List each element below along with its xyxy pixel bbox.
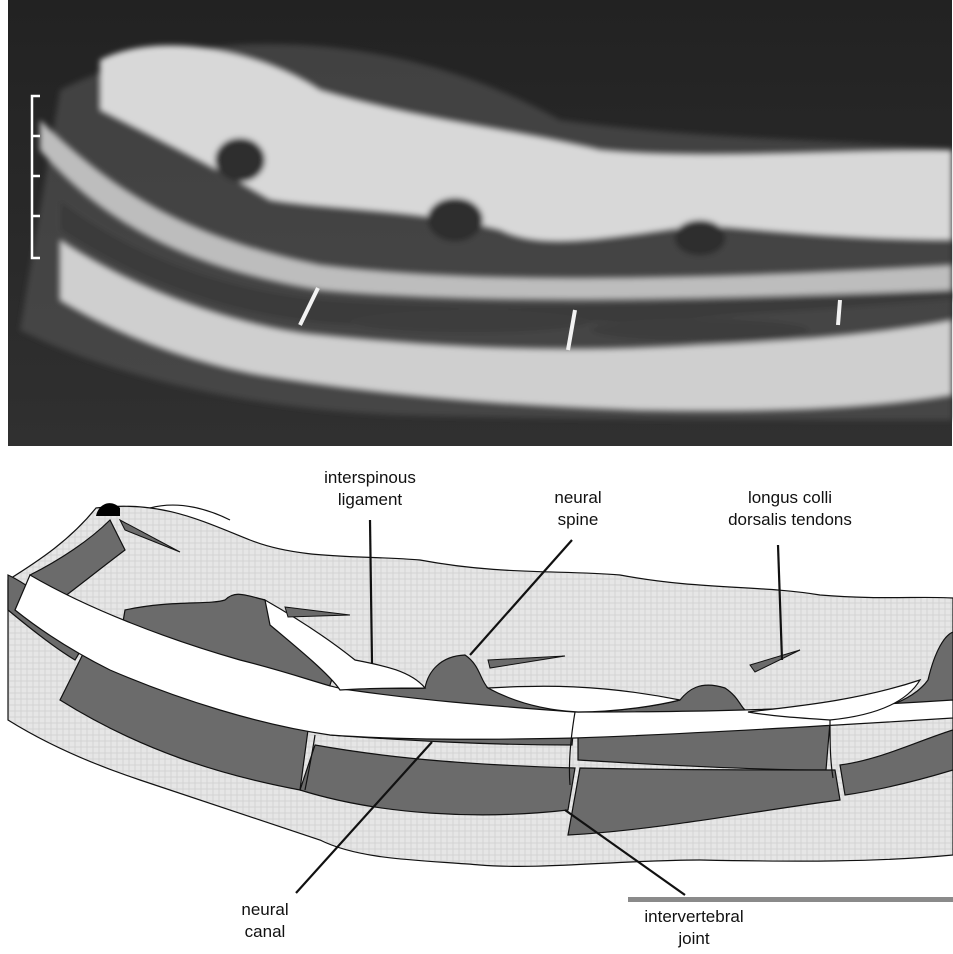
label-neural-canal: neural canal [241, 900, 288, 941]
svg-text:spine: spine [558, 510, 599, 529]
label-interspinous-ligament: interspinous ligament [324, 468, 416, 509]
label-longus-colli: longus colli dorsalis tendons [728, 488, 852, 529]
label-intervertebral-joint: intervertebral joint [644, 907, 743, 948]
svg-text:neural: neural [554, 488, 601, 507]
caption-rule [628, 897, 953, 902]
head-tip [96, 503, 120, 516]
svg-text:intervertebral: intervertebral [644, 907, 743, 926]
diagram: interspinous ligament neural spine longu… [8, 468, 953, 948]
label-neural-spine: neural spine [554, 488, 601, 529]
svg-text:neural: neural [241, 900, 288, 919]
svg-text:ligament: ligament [338, 490, 403, 509]
radiograph-photo [8, 0, 952, 446]
svg-text:joint: joint [677, 929, 709, 948]
svg-text:longus colli: longus colli [748, 488, 832, 507]
svg-text:dorsalis tendons: dorsalis tendons [728, 510, 852, 529]
svg-text:canal: canal [245, 922, 286, 941]
svg-text:interspinous: interspinous [324, 468, 416, 487]
